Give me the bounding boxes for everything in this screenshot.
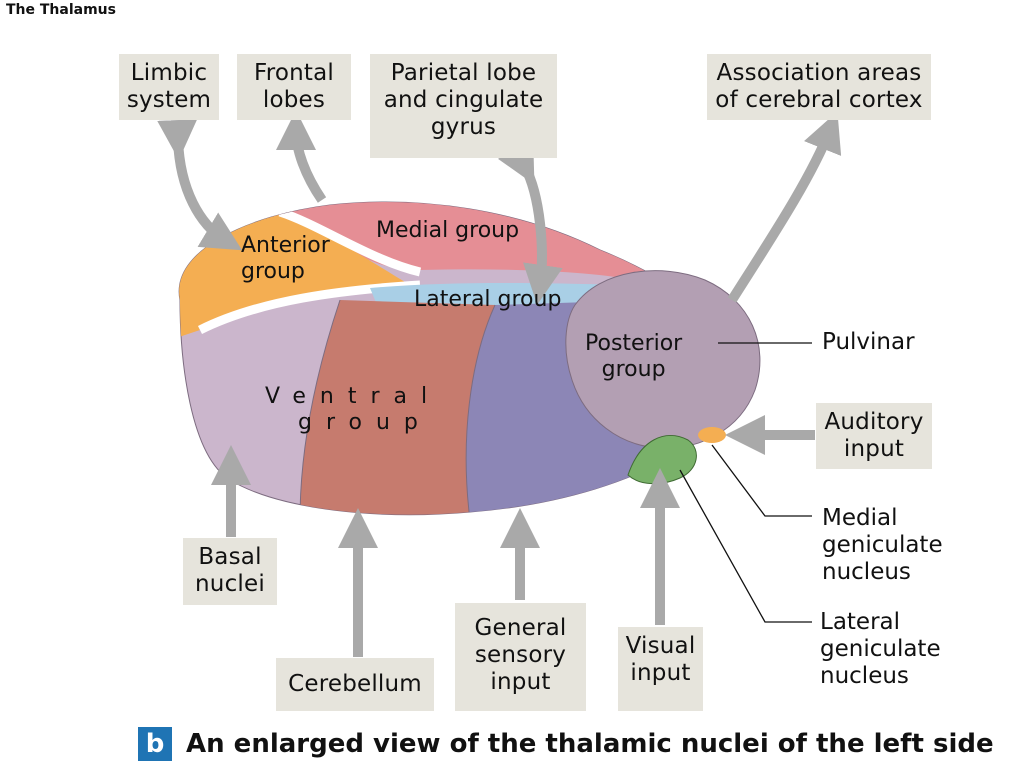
medial-group-label: Medial group [376, 218, 520, 243]
cerebellum-box: Cerebellum [276, 658, 434, 711]
ventral-group-label-line2: group [298, 410, 432, 435]
auditory-input-box: Auditory input [816, 403, 932, 469]
page-title: The Thalamus [6, 2, 116, 18]
figure-caption: b An enlarged view of the thalamic nucle… [138, 727, 994, 761]
basal-nuclei-box: Basal nuclei [183, 538, 277, 605]
arrow-limbic [157, 119, 243, 251]
ventral-group-label-line1: Ventral [265, 384, 442, 409]
caption-badge: b [138, 727, 172, 761]
general-sensory-input-box: General sensory input [455, 603, 586, 711]
anterior-group-label: Anterior group [241, 233, 330, 284]
medial-geniculate-nucleus [698, 427, 726, 443]
arrow-association [727, 111, 842, 303]
visual-input-box: Visual input [618, 627, 703, 711]
pulvinar-label: Pulvinar [822, 329, 915, 355]
arrows [157, 110, 842, 657]
posterior-group-label: Posterior group [585, 331, 683, 382]
lateral-geniculate-label: Lateral geniculate nucleus [820, 609, 941, 689]
association-areas-box: Association areas of cerebral cortex [707, 54, 931, 120]
caption-text: An enlarged view of the thalamic nuclei … [186, 729, 994, 759]
parietal-lobe-box: Parietal lobe and cingulate gyrus [370, 54, 557, 158]
medial-geniculate-label: Medial geniculate nucleus [822, 505, 943, 585]
leader-lines [679, 342, 812, 623]
arrow-frontal [276, 110, 327, 203]
limbic-system-box: Limbic system [119, 54, 219, 120]
leader-lateral-geniculate [679, 469, 812, 623]
leader-medial-geniculate [711, 444, 812, 517]
lateral-group-label: Lateral group [414, 287, 562, 312]
frontal-lobes-box: Frontal lobes [237, 54, 351, 120]
arrow-parietal [497, 139, 563, 305]
ventral-group-middle [300, 300, 495, 515]
